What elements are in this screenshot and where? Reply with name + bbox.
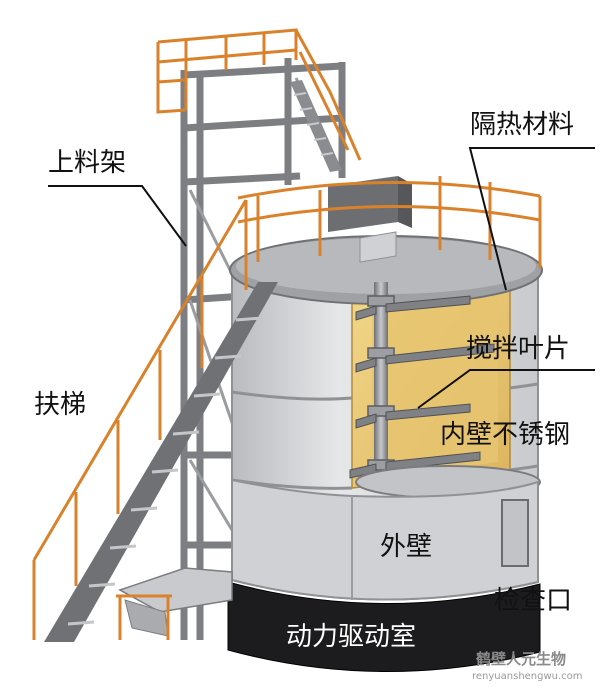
tank — [227, 176, 543, 672]
outer-wall-label: 外壁 — [380, 532, 433, 562]
hopper — [116, 567, 233, 640]
watermark-url: renyuanshengwu.com — [472, 671, 583, 682]
inspection-port-label: 检查口 — [494, 586, 573, 616]
loading-frame-label: 上料架 — [48, 148, 127, 178]
stirring-blades — [349, 295, 495, 479]
power-room-label: 动力驱动室 — [286, 622, 417, 652]
stirring-blades-label: 搅拌叶片 — [466, 334, 571, 364]
insulation-label: 隔热材料 — [470, 110, 575, 140]
top-railing — [156, 28, 362, 161]
watermark-main: 鹤壁人元生物 — [476, 650, 567, 668]
ladder-label: 扶梯 — [34, 390, 87, 420]
inner-wall-label: 内壁不锈钢 — [440, 420, 571, 450]
leader-lines — [48, 147, 595, 409]
upper-stair — [290, 80, 342, 172]
loading-frame — [180, 58, 346, 640]
main-ladder — [32, 199, 278, 642]
